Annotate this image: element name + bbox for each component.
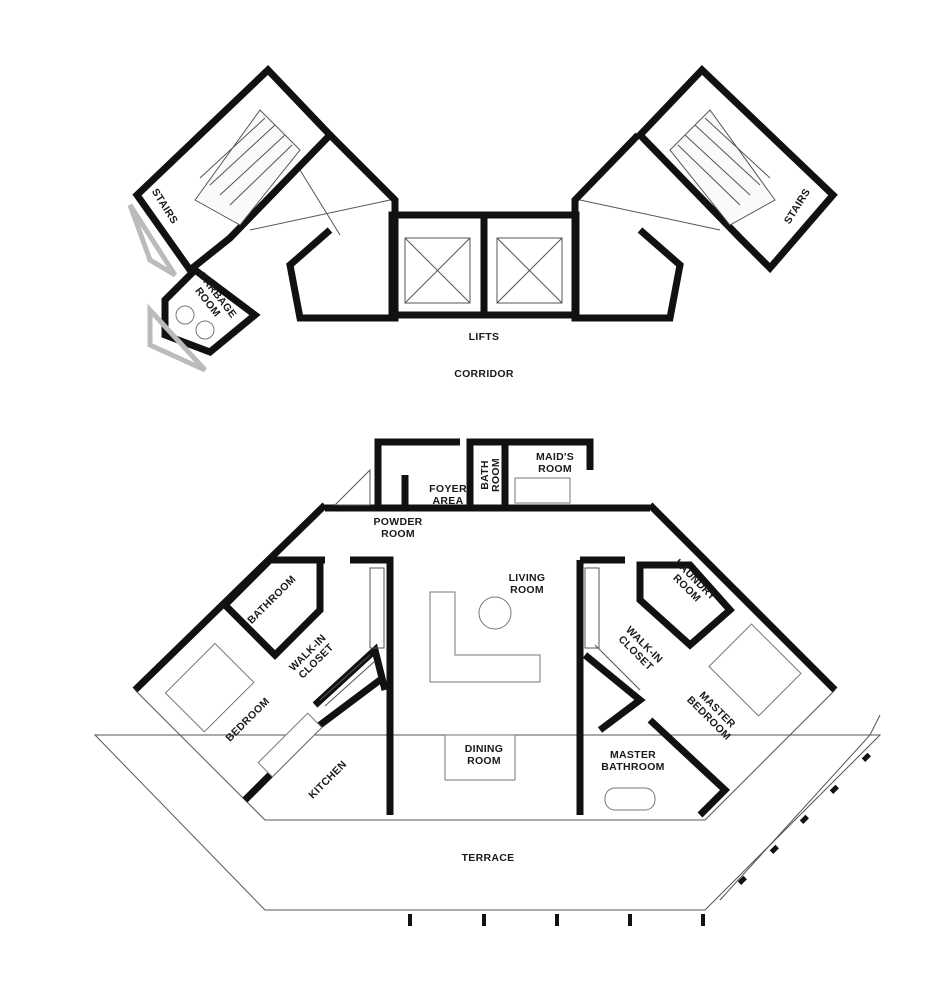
label-foyer: FOYER AREA [429,483,467,507]
right-lobby-line [579,199,721,231]
right-stair-treads [669,109,776,226]
label-line: ROOM [467,755,501,767]
terrace-outline [93,734,882,911]
closet-kitchen-wall [350,556,394,815]
master-bed [708,623,802,717]
label-master-bathroom: MASTER BATHROOM [601,749,664,773]
label-corridor: CORRIDOR [454,368,514,380]
label-master-bedroom: MASTER BEDROOM [684,689,737,742]
maid-walls [466,438,594,470]
label-terrace: TERRACE [462,852,515,864]
label-kitchen: KITCHEN [306,758,349,801]
label-lifts: LIFTS [469,331,500,343]
label-dining-room: DINING ROOM [465,743,504,767]
left-lobby-line [299,169,341,236]
maid-bed [514,477,571,504]
apartment: MAID'S ROOM BATH ROOM FOYER AREA POWDER … [132,438,838,864]
master-closet-wall [582,652,646,733]
master-bath-wall [647,717,731,818]
coffee-table [478,596,512,630]
terrace-rail [719,714,881,901]
bathroom-walls [220,556,324,660]
bin [195,320,215,340]
closet-rails-left [319,567,385,707]
left-lobby-walls [286,132,399,322]
label-line: POWDER [373,516,422,528]
label-line: MASTER [610,749,656,761]
left-stair-walls [132,65,335,276]
label-line: MAID'S [536,451,574,463]
label-living-room: LIVING ROOM [509,572,546,596]
closet-hatch [333,468,371,506]
label-powder-room: POWDER ROOM [373,516,422,540]
bin [175,305,195,325]
right-stair-walls [635,65,838,274]
label-line: LIVING [509,572,546,584]
left-lobby-line [249,199,391,231]
left-stair-treads [194,109,301,226]
terrace [93,714,882,926]
terrace-posts [408,752,871,926]
label-line: ROOM [490,458,502,492]
label-line: DINING [465,743,504,755]
label-maids-room: MAID'S ROOM [536,451,574,475]
label-line: BATHROOM [601,761,664,773]
label-walk-in-closet-right: WALK-IN CLOSET [616,624,665,673]
label-line: FOYER [429,483,467,495]
label-line: BATH [479,460,491,490]
left-stair-shadow [127,203,178,278]
closet-rails-right [584,567,641,691]
glazing-line [134,689,836,821]
label-line: AREA [433,495,464,507]
garbage-shadow [147,303,207,373]
right-lobby-walls [571,132,684,322]
label-bath-room: BATH ROOM [479,458,502,492]
lift-cabs [404,237,563,304]
core-block: STAIRS STAIRS GARBAGE ROOM LIFTS CORRIDO… [127,65,838,380]
outer-wall-right [647,502,838,693]
sofa [429,591,541,683]
label-line: ROOM [510,584,544,596]
bathtub [604,787,656,811]
laundry-walls [636,561,735,650]
powder-walls [374,438,460,508]
label-line: ROOM [538,463,572,475]
bed-left [164,642,255,733]
kitchen-counter [257,712,323,778]
label-line: ROOM [381,528,415,540]
dining-table [444,734,516,781]
